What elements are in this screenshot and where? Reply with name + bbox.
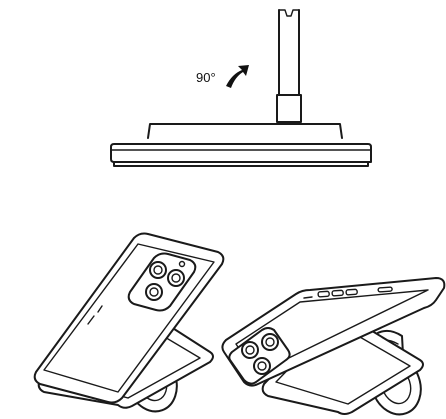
stand-side-view: [110, 9, 372, 167]
phone-on-stand-landscape: [221, 277, 446, 416]
phone-on-stand-portrait: [33, 232, 225, 413]
camera-module: [127, 252, 197, 312]
phone-body: [33, 232, 225, 404]
rotation-angle-label: 90°: [196, 70, 216, 85]
curved-arrow-icon: [226, 65, 249, 88]
stand-base: [110, 123, 372, 167]
camera-module: [228, 327, 291, 385]
stand-pillar: [276, 9, 302, 123]
